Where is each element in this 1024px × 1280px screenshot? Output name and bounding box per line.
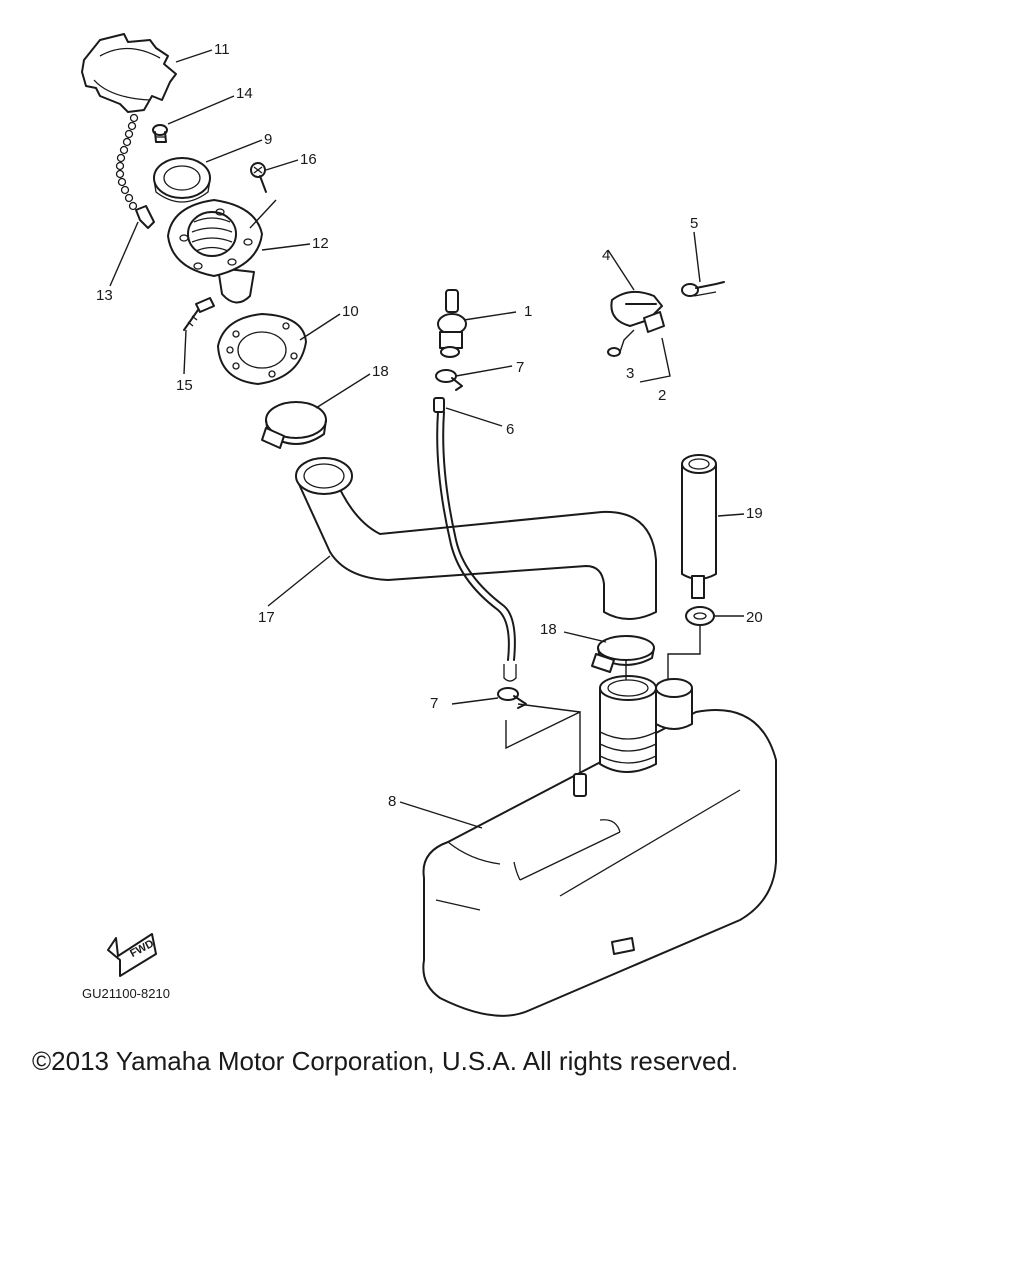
callout-20: 20: [746, 609, 763, 626]
callout-19: 19: [746, 505, 763, 522]
diagram-code: GU21100-8210: [82, 986, 170, 1001]
callout-13: 13: [96, 287, 113, 304]
hose-clamp-part-lower: [591, 635, 655, 673]
callout-18-lower: 18: [540, 621, 557, 638]
clip-assembly-part: [607, 281, 725, 357]
filler-hose-part: [295, 457, 657, 620]
callout-2: 2: [658, 387, 666, 404]
callout-6: 6: [506, 421, 514, 438]
callout-1: 1: [524, 303, 532, 320]
callout-7-lower: 7: [430, 695, 438, 712]
chain-part: [115, 113, 155, 229]
callout-17: 17: [258, 609, 275, 626]
vent-tube-part: [433, 397, 517, 682]
callout-9: 9: [264, 131, 272, 148]
fitting-part: [437, 289, 467, 358]
seal-ring-part: [153, 157, 211, 203]
small-clamp-part-upper: [435, 369, 463, 391]
filler-cap-part: [81, 33, 177, 113]
hose-clamp-part-upper: [261, 401, 327, 449]
callout-18-upper: 18: [372, 363, 389, 380]
callout-10: 10: [342, 303, 359, 320]
callout-16: 16: [300, 151, 317, 168]
callout-7-upper: 7: [516, 359, 524, 376]
callout-15: 15: [176, 377, 193, 394]
callout-14: 14: [236, 85, 253, 102]
small-clamp-part-lower: [497, 687, 527, 709]
callout-3: 3: [626, 365, 634, 382]
callout-8: 8: [388, 793, 396, 810]
gasket-part: [217, 313, 307, 385]
filler-neck-part: [167, 199, 263, 304]
fuel-tank-parts-diagram: FWD 11 14 9 16 12 13 15 10 18 17: [81, 33, 777, 1017]
grommet-part: [685, 606, 715, 626]
callout-12: 12: [312, 235, 329, 252]
callout-4: 4: [602, 247, 610, 264]
screw-part-15: [183, 297, 215, 331]
leader-lines: [109, 49, 745, 829]
callout-11: 11: [214, 41, 230, 58]
screw-part-14: [152, 124, 168, 143]
screw-part-16: [250, 162, 267, 193]
tube-part: [681, 454, 717, 599]
forward-arrow-icon: FWD: [107, 933, 157, 977]
fuel-tank-part: [422, 675, 777, 1017]
copyright-notice: ©2013 Yamaha Motor Corporation, U.S.A. A…: [32, 1046, 739, 1076]
callout-5: 5: [690, 215, 698, 232]
